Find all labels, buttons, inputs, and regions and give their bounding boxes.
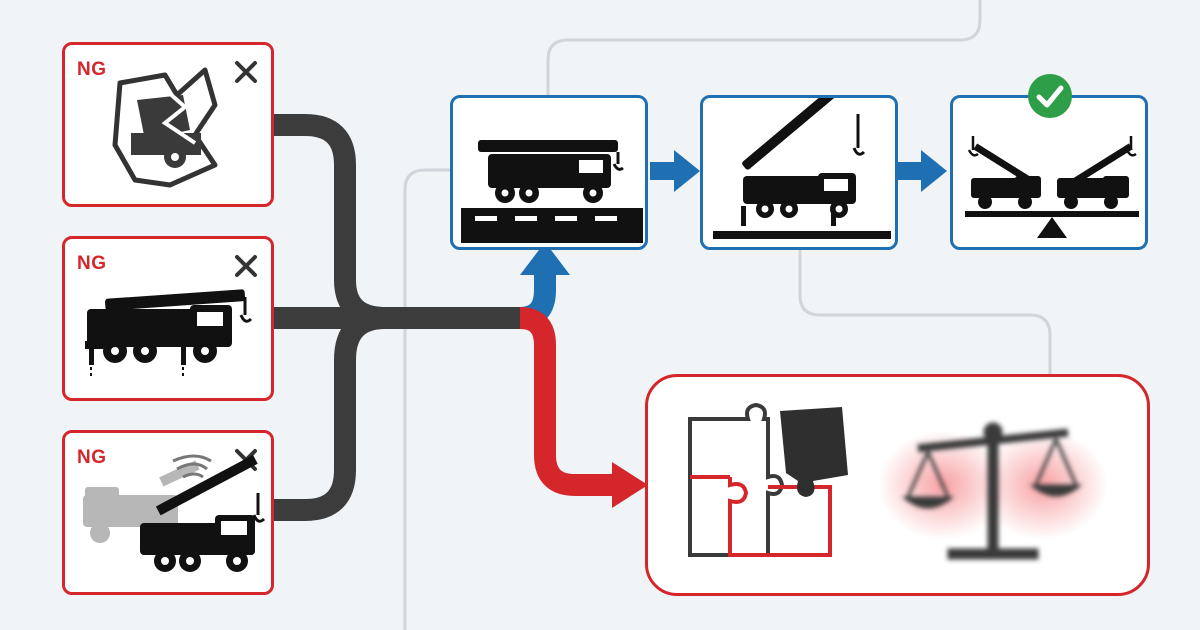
outcome-panel: [645, 374, 1150, 596]
broken-crane-truck-icon: [112, 67, 218, 188]
puzzle-missing-piece-icon: [688, 402, 848, 557]
failure-card-1: NG: [62, 42, 274, 207]
close-icon: [235, 255, 257, 277]
crane-outriggers-set-icon: [713, 98, 891, 239]
check-icon: [1028, 74, 1072, 118]
crane-wind-instability-icon: [83, 454, 266, 572]
outcome-illustration: [688, 402, 1108, 560]
close-icon: [235, 61, 257, 83]
scales-of-justice-icon: [878, 422, 1108, 560]
ng-label: NG: [77, 447, 107, 468]
process-step-3: [950, 95, 1148, 250]
ng-label: NG: [77, 59, 107, 80]
process-step-1: [450, 95, 648, 250]
failure-card-3: NG: [62, 430, 274, 595]
failure-card-2: NG: [62, 236, 274, 401]
process-step-2: [700, 95, 898, 250]
crane-truck-on-road-icon: [461, 140, 643, 243]
crane-outriggers-unsupported-icon: [85, 289, 253, 379]
ng-label: NG: [77, 253, 107, 274]
balanced-cranes-on-fulcrum-icon: [965, 136, 1139, 238]
